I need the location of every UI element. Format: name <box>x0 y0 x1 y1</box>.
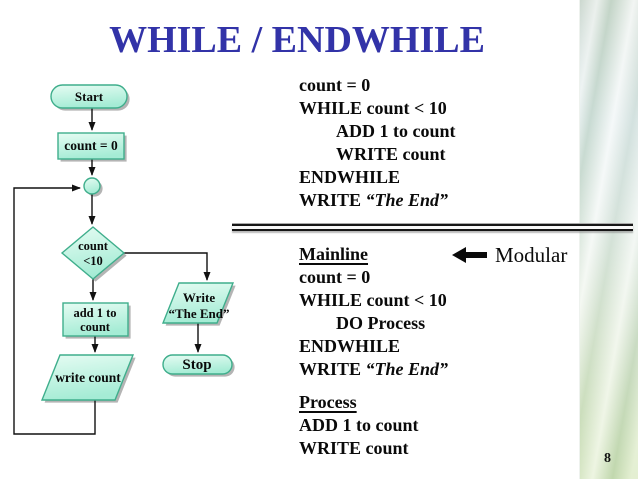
annotation-modular: Modular <box>452 243 567 267</box>
page-title: WHILE / ENDWHILE <box>109 19 485 61</box>
start-label: Start <box>75 89 104 104</box>
flowchart: Start count = 0 count <10 add 1 to count… <box>13 84 236 435</box>
init-label: count = 0 <box>64 138 118 153</box>
write-count-io <box>40 354 135 401</box>
code-line: DO Process <box>336 313 426 333</box>
code-line: count = 0 <box>299 267 371 287</box>
code-line: ADD 1 to count <box>336 121 456 141</box>
add-process-label-line2: count <box>80 320 111 334</box>
loop-connector-circle <box>83 177 101 195</box>
pseudocode-block-3: Process ADD 1 to count WRITE count <box>299 391 419 460</box>
start-terminator <box>50 84 128 109</box>
code-line-keyword: WRITE <box>299 190 366 210</box>
left-arrow-icon <box>452 247 487 263</box>
init-process-box <box>57 132 125 160</box>
add-process-box <box>62 302 129 337</box>
separator-line <box>232 224 633 231</box>
decorative-strip <box>579 0 638 479</box>
code-line: WHILE count < 10 <box>299 290 447 310</box>
decision-diamond <box>60 226 126 280</box>
code-line-string: “The End” <box>365 190 449 210</box>
code-line: ENDWHILE <box>299 167 401 187</box>
stop-terminator <box>162 354 233 375</box>
write-end-io <box>161 282 235 324</box>
code-line: WRITE count <box>336 144 446 164</box>
page-number: 8 <box>604 451 611 466</box>
block-heading: Mainline <box>299 244 369 264</box>
block-heading: Process <box>299 392 357 412</box>
code-line: WRITE count <box>299 438 409 458</box>
modular-label: Modular <box>495 243 568 267</box>
write-end-label-line2: “The End” <box>168 306 229 321</box>
flow-arrow-branch-false <box>124 252 211 281</box>
code-line: ADD 1 to count <box>299 415 419 435</box>
code-line-string: “The End” <box>365 359 449 379</box>
code-line: ENDWHILE <box>299 336 401 356</box>
flow-arrows <box>13 108 211 435</box>
write-end-label-line1: Write <box>183 290 215 305</box>
code-line: count = 0 <box>299 75 371 95</box>
pseudocode-block-2: Mainline count = 0 WHILE count < 10 DO P… <box>299 243 448 381</box>
decision-label-line2: <10 <box>83 254 103 268</box>
pseudocode-block-1: count = 0 WHILE count < 10 ADD 1 to coun… <box>299 74 456 212</box>
code-line: WRITE “The End” <box>299 189 456 212</box>
code-line: WRITE “The End” <box>299 358 448 381</box>
code-line-keyword: WRITE <box>299 359 366 379</box>
write-count-label: write count <box>55 370 121 385</box>
flow-arrow-loop-back <box>13 184 96 435</box>
stop-label: Stop <box>182 357 211 373</box>
decision-label-line1: count <box>78 239 109 253</box>
add-process-label-line1: add 1 to <box>73 306 116 320</box>
code-line: WHILE count < 10 <box>299 98 447 118</box>
